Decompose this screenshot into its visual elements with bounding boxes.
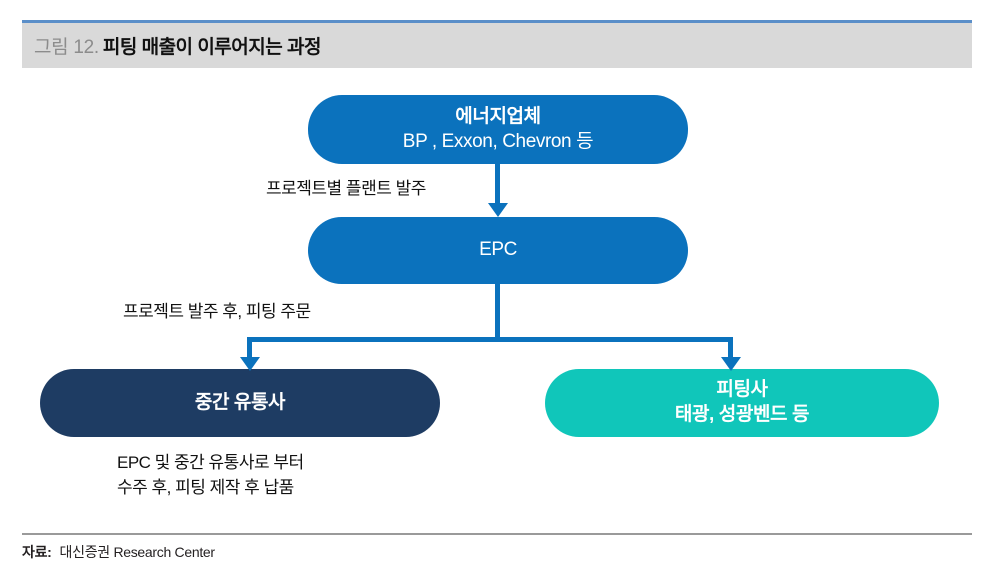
source-note: 자료: 대신증권 Research Center [22, 542, 215, 562]
note-distributor-line1: EPC 및 중간 유통사로 부터 [117, 453, 304, 472]
connector-epc-branch-line [247, 337, 733, 342]
connector-energy-to-epc-line [495, 164, 500, 206]
connector-epc-trunk-line [495, 284, 500, 341]
node-energy-subtitle: BP , Exxon, Chevron 등 [402, 130, 594, 152]
connector-label-plant-order: 프로젝트별 플랜트 발주 [266, 179, 426, 198]
node-epc-title: EPC [479, 239, 517, 261]
figure-title: 피팅 매출이 이루어지는 과정 [102, 37, 322, 58]
connector-to-fitting-line [728, 337, 733, 361]
arrow-down-icon [240, 357, 260, 371]
node-fitting-title: 피팅사 [716, 379, 768, 401]
source-value: 대신증권 Research Center [59, 544, 216, 560]
connector-to-distributor-line [247, 337, 252, 361]
page-title: 그림 12. 피팅 매출이 이루어지는 과정 [34, 23, 321, 68]
node-energy-company: 에너지업체 BP , Exxon, Chevron 등 [308, 95, 688, 164]
node-epc: EPC [308, 217, 688, 284]
node-fitting-company: 피팅사 태광, 성광벤드 등 [545, 369, 939, 437]
node-fitting-subtitle: 태광, 성광벤드 등 [674, 404, 810, 425]
node-distributor-title: 중간 유통사 [194, 391, 286, 413]
header-top-rule [22, 20, 972, 23]
arrow-down-icon [721, 357, 741, 371]
node-distributor: 중간 유통사 [40, 369, 440, 437]
figure-number: 그림 12. [34, 37, 99, 58]
footer-rule [22, 533, 972, 535]
note-distributor-line2: 수주 후, 피팅 제작 후 납품 [117, 477, 294, 497]
node-energy-title: 에너지업체 [455, 105, 541, 127]
header-band [22, 23, 972, 68]
note-distributor: EPC 및 중간 유통사로 부터 수주 후, 피팅 제작 후 납품 [117, 451, 304, 500]
connector-label-fitting-order: 프로젝트 발주 후, 피팅 주문 [123, 302, 311, 321]
arrow-down-icon [488, 203, 508, 217]
source-label: 자료: [22, 544, 52, 560]
